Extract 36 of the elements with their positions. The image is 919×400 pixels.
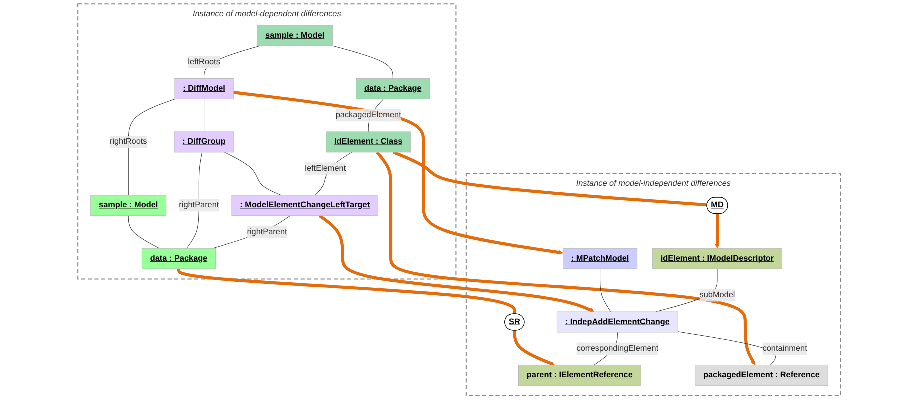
node-box: idElement : IModelDescriptor <box>652 248 783 270</box>
edge-label: leftElement <box>305 164 346 173</box>
connector <box>204 98 205 132</box>
edge-label: subModel <box>700 291 736 300</box>
arrow <box>715 214 720 249</box>
node-box: parent : IElementReference <box>518 364 642 386</box>
node-box: sample : Model <box>257 25 334 46</box>
arrow <box>513 330 556 366</box>
connector <box>212 216 291 249</box>
node-box: packagedElement : Reference <box>695 364 828 386</box>
edge-label: leftRoots <box>188 58 220 66</box>
connector <box>128 98 176 196</box>
connector <box>332 46 394 80</box>
edge-label: rightParent <box>247 228 288 236</box>
edge-label: rightParent <box>179 201 220 210</box>
edge-label: rightRoots <box>110 138 148 146</box>
node-box: data : Package <box>356 78 430 100</box>
connector <box>177 268 516 314</box>
connector <box>128 216 160 249</box>
node-box: IdElement : Class <box>326 132 412 153</box>
arrow <box>318 214 595 313</box>
node-box: data : Package <box>142 248 216 270</box>
edge-label: correspondingElement <box>576 344 659 353</box>
connector <box>393 151 708 207</box>
connector <box>224 152 282 196</box>
node-box: : ModelElementChangeLeftTarget <box>232 195 378 216</box>
node-box: : DiffModel <box>174 78 234 100</box>
edge-label: containment <box>762 344 808 353</box>
node-box: : DiffGroup <box>174 132 234 153</box>
node-box: sample : Model <box>90 195 167 216</box>
connector <box>600 268 612 312</box>
arrow <box>233 91 564 255</box>
connector <box>186 152 203 249</box>
node-box: : IndepAddElementChange <box>556 312 678 333</box>
node-box: : MPatchModel <box>562 248 638 270</box>
edge-label: packagedElement <box>336 110 402 120</box>
